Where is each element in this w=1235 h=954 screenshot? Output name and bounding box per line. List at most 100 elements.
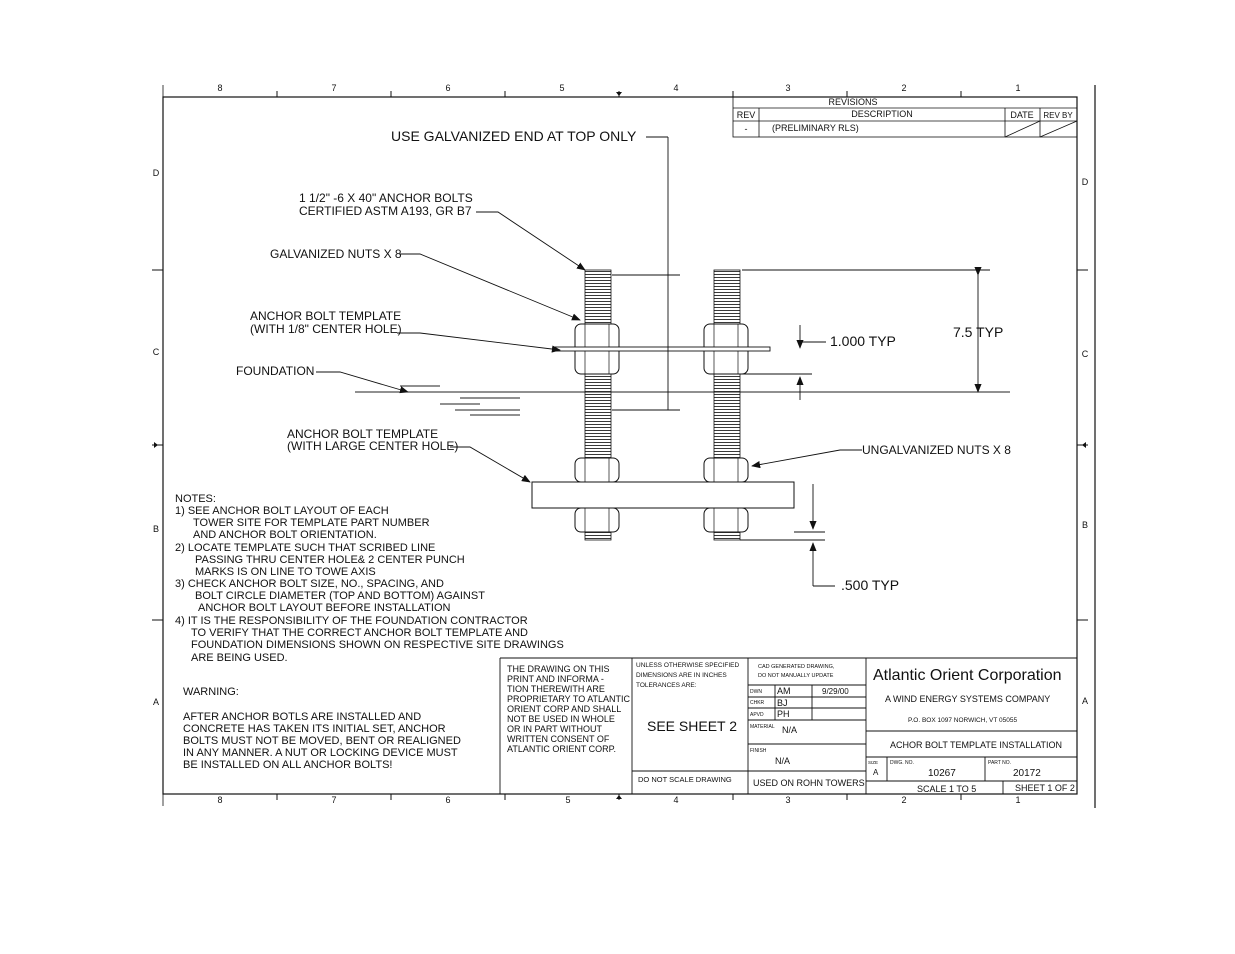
revisions-row-description: (PRELIMINARY RLS) — [772, 123, 859, 133]
do-not-scale: DO NOT SCALE DRAWING — [638, 775, 732, 784]
warning-line: AFTER ANCHOR BOTLS ARE INSTALLED AND — [183, 711, 421, 723]
zone-bottom-6: 6 — [445, 795, 450, 805]
zone-left-d: D — [153, 168, 160, 178]
finish-value: N/A — [775, 756, 790, 766]
revisions-row-rev: - — [745, 124, 748, 134]
warning-title: WARNING: — [183, 686, 239, 698]
dimension-7-5-typ: 7.5 TYP — [953, 324, 1003, 340]
sheet-text: SHEET 1 OF 2 — [1015, 783, 1075, 793]
note-line: ANCHOR BOLT LAYOUT BEFORE INSTALLATION — [198, 602, 450, 614]
note-line: BOLT CIRCLE DIAMETER (TOP AND BOTTOM) AG… — [195, 590, 485, 602]
proprietary-notice: THE DRAWING ON THIS PRINT AND INFORMA - … — [507, 664, 631, 754]
dimension-500-typ: .500 TYP — [841, 577, 899, 593]
scale-text: SCALE 1 TO 5 — [917, 784, 976, 794]
leader-lines — [316, 211, 862, 483]
foundation-ground — [355, 385, 1010, 416]
revisions-title: REVISIONS — [828, 97, 877, 107]
callout-galvanized-end: USE GALVANIZED END AT TOP ONLY — [391, 128, 637, 144]
note-line: PASSING THRU CENTER HOLE& 2 CENTER PUNCH — [195, 554, 465, 566]
note-line: 2) LOCATE TEMPLATE SUCH THAT SCRIBED LIN… — [175, 542, 435, 554]
note-line: ARE BEING USED. — [191, 652, 288, 664]
callout-template-small-line2: (WITH 1/8" CENTER HOLE) — [250, 322, 402, 336]
zone-top-8: 8 — [217, 83, 222, 93]
zone-left-c: C — [153, 347, 160, 357]
dwn-date: 9/29/00 — [822, 687, 849, 696]
apvd-value: PH — [777, 709, 790, 719]
proprietary-line: ORIENT CORP AND SHALL — [507, 704, 621, 714]
apvd-label: APVD — [750, 712, 764, 718]
company-address: P.O. BOX 1097 NORWICH, VT 05055 — [908, 717, 1017, 724]
callout-template-large-line2: (WITH LARGE CENTER HOLE) — [287, 439, 458, 453]
cad-note-line2: DO NOT MANUALLY UPDATE — [758, 673, 834, 679]
proprietary-line: THE DRAWING ON THIS — [507, 664, 610, 674]
zone-top-4: 4 — [673, 83, 678, 93]
proprietary-line: TION THEREWITH ARE — [507, 684, 605, 694]
material-label: MATERIAL — [750, 724, 775, 730]
company-name: Atlantic Orient Corporation — [873, 667, 1062, 684]
warning-line: CONCRETE HAS TAKEN ITS INITIAL SET, ANCH… — [183, 723, 446, 735]
zone-top-5: 5 — [559, 83, 564, 93]
zone-right-c: C — [1082, 349, 1089, 359]
dwn-value: AM — [777, 686, 791, 696]
note-line: FOUNDATION DIMENSIONS SHOWN ON RESPECTIV… — [191, 639, 564, 651]
note-line: TO VERIFY THAT THE CORRECT ANCHOR BOLT T… — [191, 627, 528, 639]
revisions-col-rev: REV — [737, 110, 756, 120]
revisions-col-description: DESCRIPTION — [851, 109, 913, 119]
notes-heading: NOTES: — [175, 493, 216, 505]
dwn-label: DWN — [750, 689, 762, 695]
zone-top-6: 6 — [445, 83, 450, 93]
zone-left-b: B — [153, 524, 159, 534]
callout-ungalvanized-nuts: UNGALVANIZED NUTS X 8 — [862, 443, 1011, 457]
callout-foundation: FOUNDATION — [236, 364, 314, 378]
center-mark-icon — [616, 92, 622, 799]
tolerance-line: DIMENSIONS ARE IN INCHES — [636, 672, 727, 679]
proprietary-line: PROPRIETARY TO ATLANTIC — [507, 694, 631, 704]
part-no-label: PART NO. — [988, 760, 1011, 766]
tolerance-block: UNLESS OTHERWISE SPECIFIED DIMENSIONS AR… — [636, 662, 739, 784]
zone-bottom-3: 3 — [785, 795, 790, 805]
large-template-plate — [531, 481, 795, 509]
part-no-value: 20172 — [1013, 768, 1041, 779]
finish-label: FINISH — [750, 748, 767, 754]
warning-line: BE INSTALLED ON ALL ANCHOR BOLTS! — [183, 759, 392, 771]
zone-bottom-8: 8 — [217, 795, 222, 805]
callout-anchor-bolts-line2: CERTIFIED ASTM A193, GR B7 — [299, 204, 472, 218]
zone-right-d: D — [1082, 177, 1089, 187]
chkr-value: BJ — [777, 698, 788, 708]
tolerance-line: TOLERANCES ARE: — [636, 682, 697, 689]
note-line: MARKS IS ON LINE TO TOWE AXIS — [195, 566, 376, 578]
material-value: N/A — [782, 725, 797, 735]
dimension-1000-typ: 1.000 TYP — [830, 333, 896, 349]
drawing-title: ACHOR BOLT TEMPLATE INSTALLATION — [890, 740, 1062, 750]
size-value: A — [873, 768, 879, 777]
cad-note-line1: CAD GENERATED DRAWING, — [758, 664, 835, 670]
zone-bottom-2: 2 — [901, 795, 906, 805]
proprietary-line: NOT BE USED IN WHOLE — [507, 714, 615, 724]
callout-template-large-line1: ANCHOR BOLT TEMPLATE — [287, 427, 438, 441]
note-line: AND ANCHOR BOLT ORIENTATION. — [193, 529, 377, 541]
zone-left-a: A — [153, 697, 159, 707]
notes-block: NOTES: 1) SEE ANCHOR BOLT LAYOUT OF EACH… — [175, 493, 564, 664]
callout-galvanized-nuts: GALVANIZED NUTS X 8 — [270, 247, 402, 261]
warning-line: BOLTS MUST NOT BE MOVED, BENT OR REALIGN… — [183, 735, 461, 747]
title-block-grid — [499, 657, 1077, 794]
zone-top-2: 2 — [901, 83, 906, 93]
note-line: 4) IT IS THE RESPONSIBILITY OF THE FOUND… — [175, 615, 528, 627]
zone-bottom-4: 4 — [673, 795, 678, 805]
zone-right-a: A — [1082, 696, 1088, 706]
revisions-col-revby: REV BY — [1043, 111, 1073, 120]
zone-top-7: 7 — [331, 83, 336, 93]
used-on: USED ON ROHN TOWERS — [753, 778, 865, 788]
proprietary-line: OR IN PART WITHOUT — [507, 724, 603, 734]
revisions-col-date: DATE — [1010, 110, 1033, 120]
zone-top-1: 1 — [1015, 83, 1020, 93]
proprietary-line: ATLANTIC ORIENT CORP. — [507, 744, 616, 754]
warning-block: WARNING: AFTER ANCHOR BOTLS ARE INSTALLE… — [183, 686, 461, 771]
zone-right-b: B — [1082, 520, 1088, 530]
zone-bottom-7: 7 — [331, 795, 336, 805]
dwg-no-value: 10267 — [928, 768, 956, 779]
small-template-plate — [554, 346, 771, 352]
callout-template-small-line1: ANCHOR BOLT TEMPLATE — [250, 309, 401, 323]
tolerance-line: UNLESS OTHERWISE SPECIFIED — [636, 662, 739, 669]
